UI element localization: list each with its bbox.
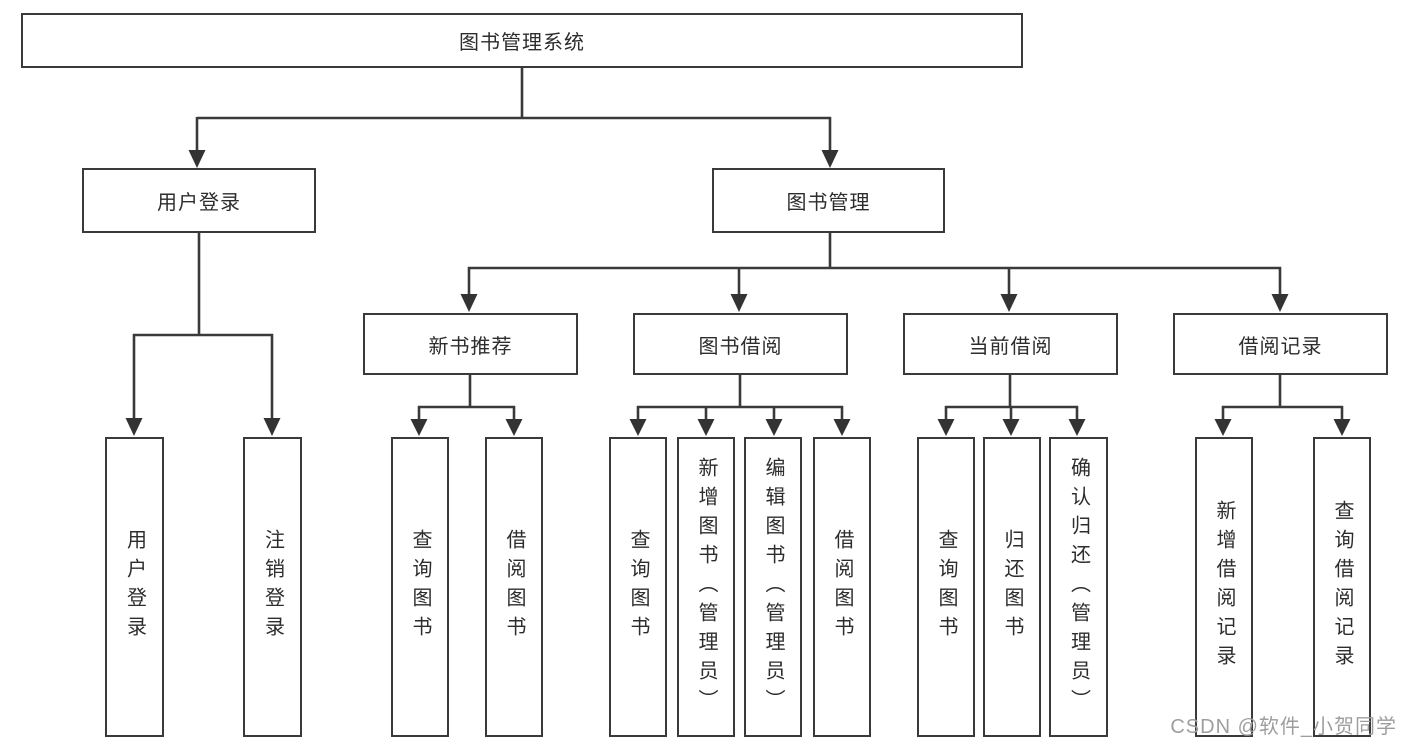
leaf-query-borrow-record: 查询借阅记录 <box>1313 437 1371 737</box>
leaf-user-login-label: 用户登录 <box>123 529 146 645</box>
node-new-book-recommend: 新书推荐 <box>363 313 578 375</box>
node-book-borrow: 图书借阅 <box>633 313 848 375</box>
node-system-root: 图书管理系统 <box>21 13 1023 68</box>
leaf-confirm-return-admin-label: 确认归还（管理员） <box>1067 456 1090 718</box>
csdn-watermark: CSDN @软件_小贺同学 <box>1170 716 1397 738</box>
node-book-management-label: 图书管理 <box>786 192 871 214</box>
leaf-return-books: 归还图书 <box>983 437 1041 737</box>
node-user-login-label: 用户登录 <box>157 192 241 214</box>
leaf-logout: 注销登录 <box>243 437 302 737</box>
node-borrow-records: 借阅记录 <box>1173 313 1388 375</box>
leaf-query-borrow-record-label: 查询借阅记录 <box>1331 500 1353 674</box>
leaf-recommend-borrow-books: 借阅图书 <box>485 437 543 737</box>
leaf-confirm-return-admin: 确认归还（管理员） <box>1049 437 1108 737</box>
node-book-management: 图书管理 <box>712 168 945 233</box>
node-system-root-label: 图书管理系统 <box>459 32 585 54</box>
node-new-book-recommend-label: 新书推荐 <box>428 335 513 358</box>
node-current-borrow-label: 当前借阅 <box>968 335 1053 358</box>
leaf-recommend-query-books-label: 查询图书 <box>409 529 431 645</box>
leaf-return-books-label: 归还图书 <box>1001 529 1023 645</box>
leaf-add-borrow-record: 新增借阅记录 <box>1195 437 1253 737</box>
node-borrow-records-label: 借阅记录 <box>1238 335 1323 358</box>
leaf-add-books-admin-label: 新增图书（管理员） <box>695 456 717 718</box>
leaf-user-login: 用户登录 <box>105 437 164 737</box>
leaf-recommend-borrow-books-label: 借阅图书 <box>503 529 525 645</box>
leaf-borrow-borrow-books-label: 借阅图书 <box>831 529 853 645</box>
leaf-edit-books-admin: 编辑图书（管理员） <box>744 437 802 737</box>
leaf-recommend-query-books: 查询图书 <box>391 437 449 737</box>
leaf-add-borrow-record-label: 新增借阅记录 <box>1213 500 1235 674</box>
leaf-borrow-query-books: 查询图书 <box>609 437 667 737</box>
leaf-add-books-admin: 新增图书（管理员） <box>677 437 735 737</box>
node-current-borrow: 当前借阅 <box>903 313 1118 375</box>
leaf-edit-books-admin-label: 编辑图书（管理员） <box>762 456 784 718</box>
leaf-logout-label: 注销登录 <box>261 529 284 645</box>
leaf-borrow-borrow-books: 借阅图书 <box>813 437 871 737</box>
node-book-borrow-label: 图书借阅 <box>698 335 783 358</box>
leaf-current-query-books: 查询图书 <box>917 437 975 737</box>
node-user-login: 用户登录 <box>82 168 316 233</box>
leaf-current-query-books-label: 查询图书 <box>935 529 957 645</box>
leaf-borrow-query-books-label: 查询图书 <box>627 529 649 645</box>
